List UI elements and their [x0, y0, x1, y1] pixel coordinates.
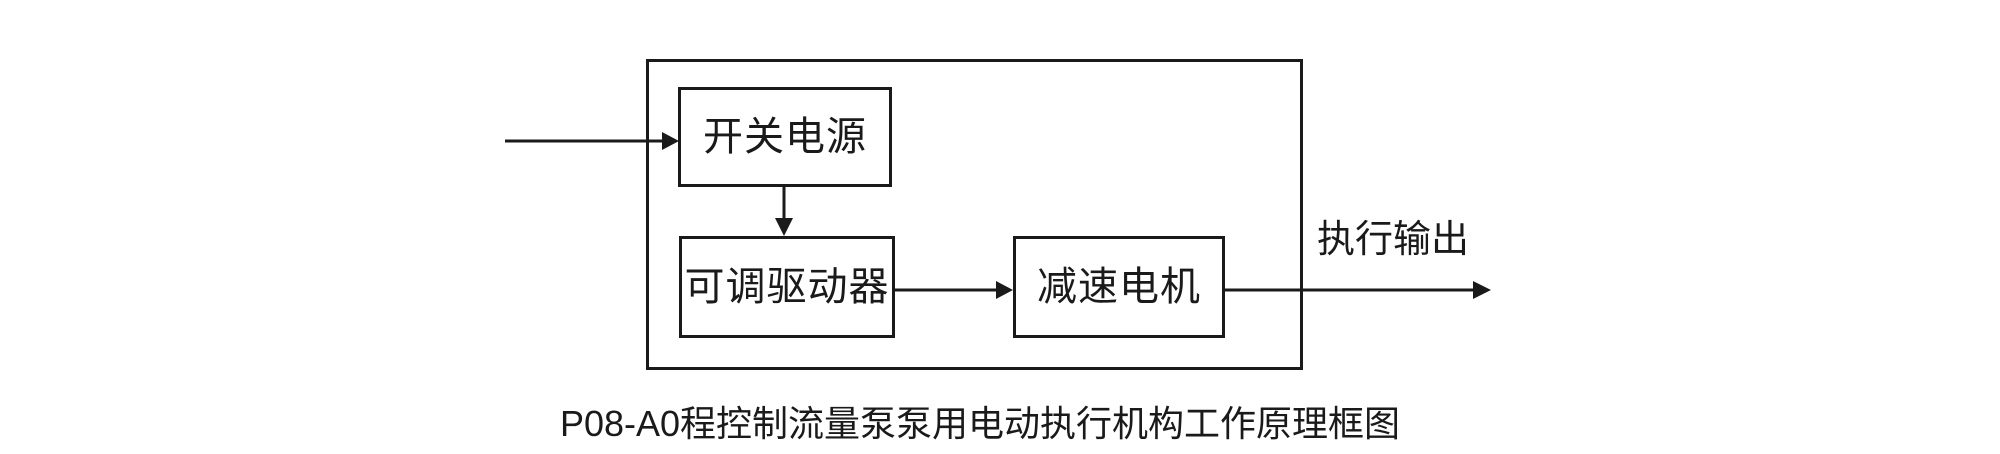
outer-frame: [646, 59, 1303, 370]
diagram-caption: P08-A0程控制流量泵泵用电动执行机构工作原理框图: [559, 403, 1401, 444]
output-arrow-label: 执行输出: [1316, 219, 1469, 261]
node-adjustable-driver-label: 可调驱动器: [684, 265, 890, 309]
driver-to-motor-arrowhead: [996, 281, 1013, 299]
node-adjustable-driver: 可调驱动器: [679, 236, 895, 338]
input-arrowhead: [662, 132, 679, 150]
node-gear-motor-label: 减速电机: [1037, 265, 1201, 309]
power-to-driver-arrowhead: [775, 218, 793, 236]
node-switching-power-supply-label: 开关电源: [703, 115, 867, 159]
node-gear-motor: 减速电机: [1013, 236, 1225, 338]
node-switching-power-supply: 开关电源: [678, 87, 892, 187]
output-arrowhead: [1473, 281, 1491, 299]
